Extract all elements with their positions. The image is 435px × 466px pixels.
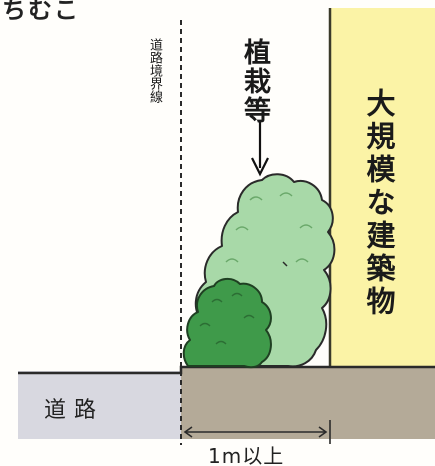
small-shrub-texture <box>199 292 255 345</box>
ground-line <box>18 365 435 375</box>
setback-distance-label: 1m以上 <box>208 444 285 466</box>
dimension-arrow-left <box>183 426 193 438</box>
road-surface <box>18 371 181 439</box>
setback-ground <box>181 368 435 439</box>
planting-arrow-head <box>251 157 269 177</box>
large-shrub-texture <box>225 192 313 263</box>
planting-label: 植栽等 <box>239 38 270 125</box>
large-building-label: 大規模な建築物 <box>362 88 396 319</box>
small-shrub <box>182 278 272 369</box>
large-building <box>330 8 435 368</box>
road-boundary-label: 道路境界線 <box>147 38 162 103</box>
dimension-arrow-right <box>318 426 328 438</box>
clipped-caption-fragment: ちむこ <box>2 0 80 24</box>
large-shrub-stem <box>282 261 288 267</box>
road-label: 道路 <box>44 398 105 423</box>
